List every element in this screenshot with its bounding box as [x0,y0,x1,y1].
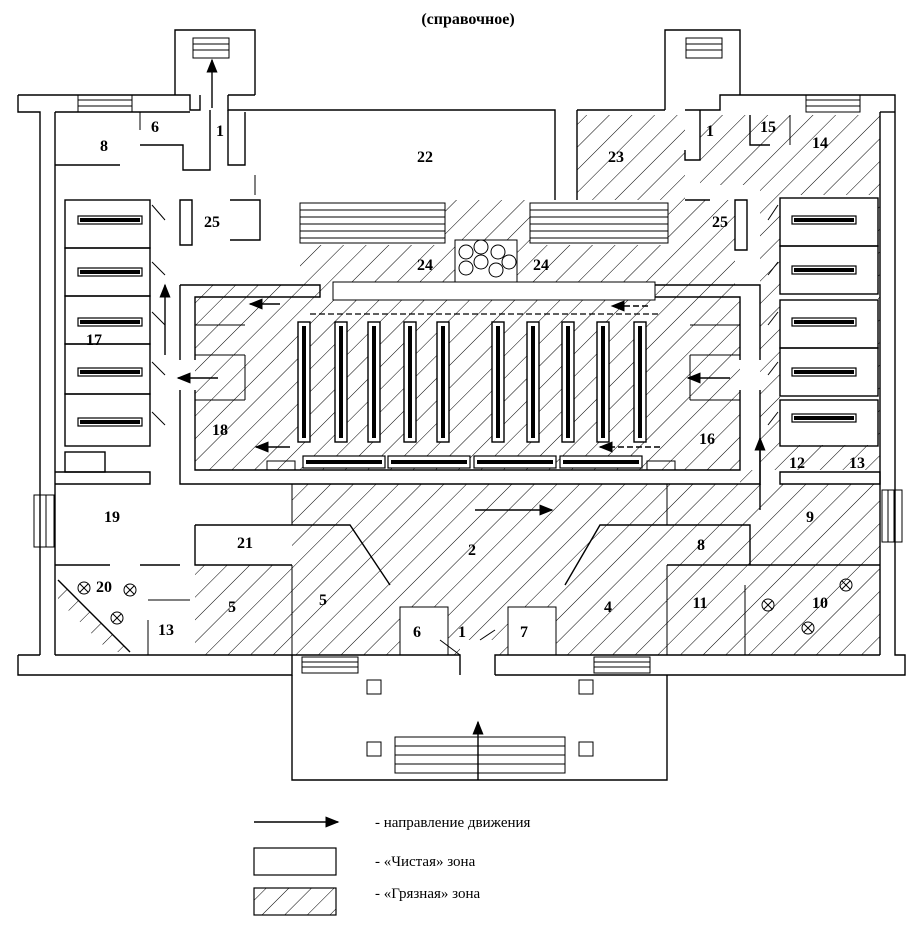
header-title: (справочное) [421,11,514,28]
racks [77,202,857,635]
legend-clean-label: - «Чистая» зона [375,854,476,870]
room-labels: 1 1 1 2 4 5 5 6 6 7 8 8 9 10 11 12 13 13… [86,119,865,641]
clean-boxes [300,195,878,656]
label-8-bottom: 8 [697,537,705,554]
label-13-left: 13 [158,622,174,639]
legend-clean-swatch [253,847,337,876]
label-9: 9 [806,509,814,526]
stairs [33,37,903,774]
label-25-left: 25 [204,214,220,231]
label-6-bottom: 6 [413,624,421,641]
label-11: 11 [692,595,707,612]
washer-icons [77,578,853,635]
label-24-right: 24 [533,257,549,274]
label-7: 7 [520,624,528,641]
legend: - направление движения - «Чистая» зона -… [253,815,531,916]
label-16: 16 [699,431,715,448]
vertical-racks [297,321,647,443]
label-12: 12 [789,455,805,472]
label-13-right: 13 [849,455,865,472]
tanks-icon [458,239,517,278]
label-6-top: 6 [151,119,159,136]
label-4: 4 [604,599,612,616]
interior-partitions [55,110,881,656]
flow-arrows [159,58,766,780]
label-1-top-right: 1 [706,123,714,140]
label-1-bottom: 1 [458,624,466,641]
label-24-left: 24 [417,257,433,274]
label-18: 18 [212,422,228,439]
label-17: 17 [86,332,102,349]
label-8-top: 8 [100,138,108,155]
label-5-mid: 5 [319,592,327,609]
legend-dirty-label: - «Грязная» зона [375,886,480,902]
label-14: 14 [812,135,828,152]
label-25-right: 25 [712,214,728,231]
dirty-zone-areas [58,115,880,655]
label-22: 22 [417,149,433,166]
shelving-left [299,202,446,244]
legend-dirty-swatch [253,887,337,916]
label-1-top-left: 1 [216,123,224,140]
label-10: 10 [812,595,828,612]
beds-right [791,215,857,423]
shelving-right [529,202,669,244]
label-21: 21 [237,535,253,552]
horizontal-racks-bottom [266,455,676,471]
legend-arrow-label: - направление движения [375,815,531,831]
label-23: 23 [608,149,624,166]
label-15: 15 [760,119,776,136]
label-20: 20 [96,579,112,596]
label-2: 2 [468,542,476,559]
beds-left [77,215,143,427]
label-19: 19 [104,509,120,526]
label-5-left: 5 [228,599,236,616]
